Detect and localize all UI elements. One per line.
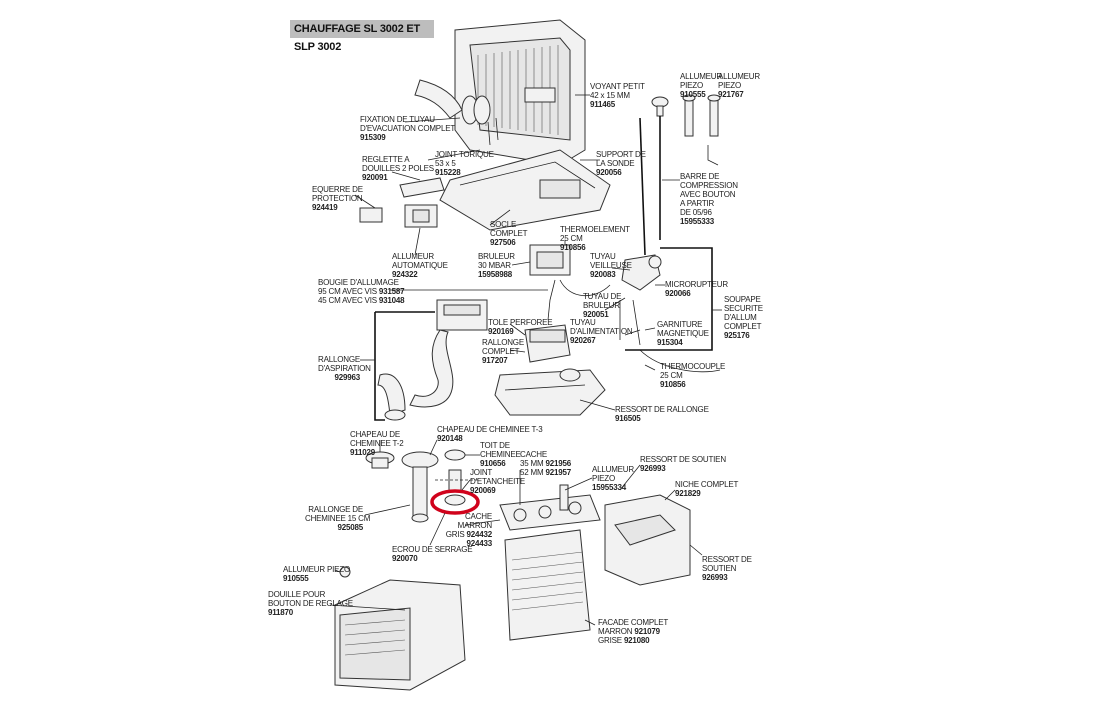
front-assembly-drawing [499, 484, 691, 641]
diagram-title: CHAUFFAGE SL 3002 ET SLP 3002 [290, 20, 434, 53]
exhaust-hose-drawing [414, 79, 499, 146]
socket-strip-drawing [399, 177, 445, 198]
heat-exchanger-drawing [439, 19, 611, 231]
valve-group-bracket [625, 247, 713, 351]
protection-bracket-drawing [359, 207, 383, 223]
extension-box-drawing [494, 324, 606, 416]
suction-extension-drawing [377, 299, 488, 421]
suction-group-bracket [374, 312, 385, 421]
bottom-unit-drawing [334, 566, 466, 691]
leader-lines [329, 94, 722, 626]
burner-valve-drawing [529, 244, 721, 373]
piezo-igniters-drawing [639, 94, 721, 256]
highlight-ring-joint [430, 489, 480, 515]
chimney-parts-drawing [365, 449, 480, 523]
